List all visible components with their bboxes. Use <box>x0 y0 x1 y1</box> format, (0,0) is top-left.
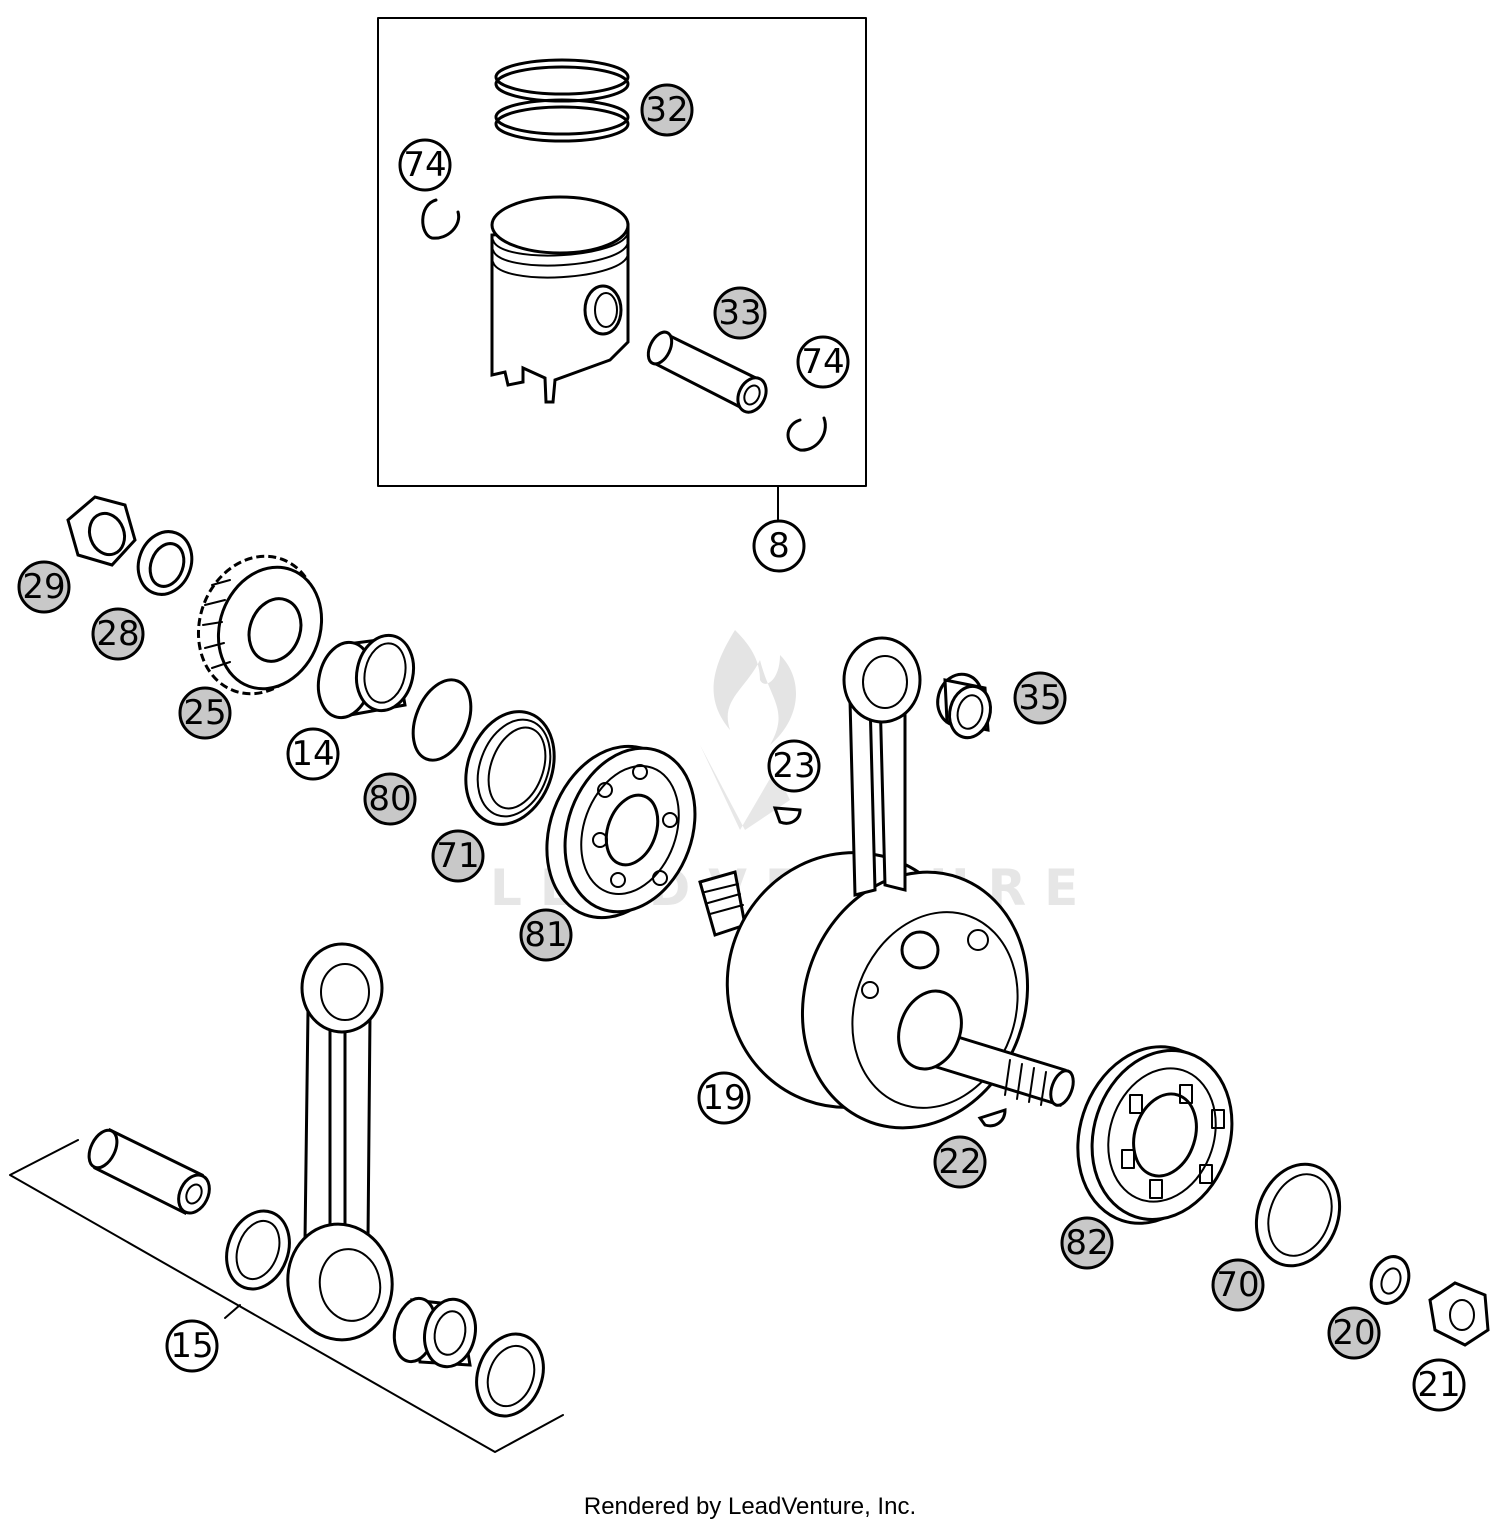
conrod-kit-thrust-washer-upper <box>225 1209 291 1291</box>
washer-28 <box>136 530 194 596</box>
o-ring-80 <box>411 678 473 762</box>
watermark-logo <box>700 630 797 830</box>
bearing-81 <box>545 744 697 920</box>
callout-71[interactable]: 71 <box>431 829 485 883</box>
circlip-right <box>786 416 827 452</box>
piston-rings <box>494 58 630 143</box>
nut-21 <box>1428 1281 1490 1347</box>
svg-text:28: 28 <box>96 614 139 654</box>
circlip-left <box>421 198 461 240</box>
callout-20[interactable]: 20 <box>1327 1306 1381 1360</box>
callout-14[interactable]: 14 <box>286 727 340 781</box>
callout-32[interactable]: 32 <box>640 83 694 137</box>
bearing-82 <box>1076 1045 1234 1225</box>
callout-74-upper[interactable]: 74 <box>398 138 452 192</box>
svg-text:70: 70 <box>1216 1265 1259 1305</box>
conrod-kit-rod <box>286 942 394 1342</box>
woodruff-key-23 <box>772 806 802 825</box>
callout-70[interactable]: 70 <box>1211 1258 1265 1312</box>
footer-credit: Rendered by LeadVenture, Inc. <box>583 1493 917 1520</box>
callout-81[interactable]: 81 <box>519 908 573 962</box>
gear-25 <box>196 554 324 696</box>
svg-text:23: 23 <box>772 746 815 786</box>
svg-text:71: 71 <box>436 836 479 876</box>
callout-22[interactable]: 22 <box>933 1135 987 1189</box>
callout-74-lower[interactable]: 74 <box>796 335 850 389</box>
callout-80[interactable]: 80 <box>363 772 417 826</box>
woodruff-key-22 <box>977 1107 1007 1128</box>
nut-29 <box>66 495 137 567</box>
piston-kit-frame <box>377 17 867 521</box>
conrod-kit-pin <box>87 1127 211 1216</box>
svg-text:22: 22 <box>938 1142 981 1182</box>
callout-15[interactable]: 15 <box>165 1319 219 1373</box>
callout-33[interactable]: 33 <box>713 286 767 340</box>
svg-text:32: 32 <box>645 90 688 130</box>
svg-text:82: 82 <box>1065 1223 1108 1263</box>
callout-29[interactable]: 29 <box>17 560 71 614</box>
conrod-kit-frame <box>9 1139 564 1453</box>
callout-35[interactable]: 35 <box>1013 671 1067 725</box>
bushing-14 <box>316 633 416 720</box>
piston-pin <box>646 330 768 414</box>
conrod-kit-thrust-washer-lower <box>475 1332 545 1418</box>
callout-25[interactable]: 25 <box>178 686 232 740</box>
svg-text:14: 14 <box>291 734 334 774</box>
needle-bearing-35 <box>936 672 992 740</box>
callout-82[interactable]: 82 <box>1060 1216 1114 1270</box>
seal-70 <box>1254 1162 1342 1268</box>
piston <box>490 195 630 404</box>
callout-28[interactable]: 28 <box>91 607 145 661</box>
washer-20 <box>1369 1255 1411 1305</box>
callout-19[interactable]: 19 <box>697 1071 751 1125</box>
conrod-kit-needle-bearing <box>392 1296 477 1369</box>
svg-text:15: 15 <box>170 1326 213 1366</box>
svg-text:81: 81 <box>524 915 567 955</box>
svg-text:21: 21 <box>1417 1365 1460 1405</box>
svg-text:74: 74 <box>801 342 844 382</box>
svg-text:29: 29 <box>22 567 65 607</box>
svg-text:8: 8 <box>768 526 790 566</box>
svg-text:19: 19 <box>702 1078 745 1118</box>
callout-23[interactable]: 23 <box>767 739 821 793</box>
svg-text:33: 33 <box>718 293 761 333</box>
callout-21[interactable]: 21 <box>1412 1358 1466 1412</box>
svg-text:25: 25 <box>183 693 226 733</box>
svg-text:80: 80 <box>368 779 411 819</box>
crankshaft-19 <box>698 636 1075 1130</box>
svg-text:35: 35 <box>1018 678 1061 718</box>
svg-text:20: 20 <box>1332 1313 1375 1353</box>
callout-8[interactable]: 8 <box>752 519 806 573</box>
seal-71 <box>464 710 556 826</box>
svg-text:74: 74 <box>403 145 446 185</box>
